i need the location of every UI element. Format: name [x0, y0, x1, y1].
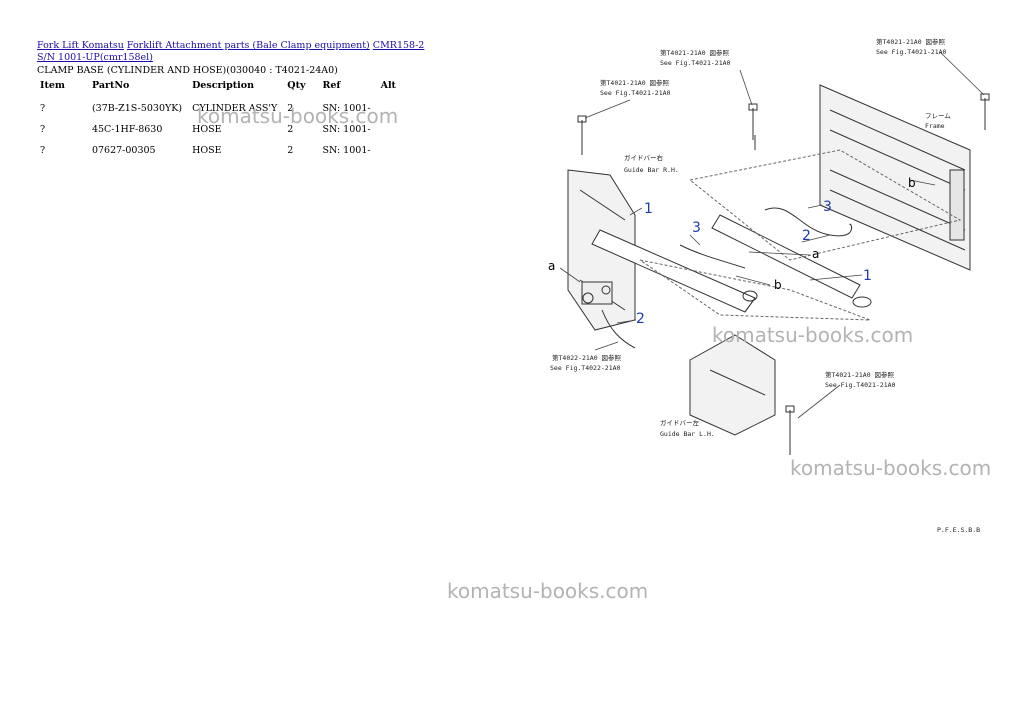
- figure-code: P.F.E.S.B.B: [937, 526, 980, 534]
- label-guide-bar-lh: Guide Bar L.H.: [660, 430, 715, 438]
- letter-a-left: a: [548, 259, 555, 273]
- breadcrumb-link-attachment[interactable]: Forklift Attachment parts (Bale Clamp eq…: [126, 40, 370, 51]
- leader-line: [939, 51, 985, 96]
- breadcrumb-link-fork-lift[interactable]: Fork Lift Komatsu: [37, 40, 124, 51]
- watermark: komatsu-books.com: [197, 104, 399, 128]
- table-row: ? (37B-Z1S-5030YK) CYLINDER ASS'Y 2 SN: …: [35, 99, 401, 120]
- letter-b-left: b: [774, 278, 782, 292]
- leader-line: [559, 267, 581, 283]
- header-item: Item: [40, 80, 65, 91]
- leader-line: [735, 275, 771, 286]
- cell-description: CYLINDER ASS'Y: [192, 103, 278, 114]
- cell-qty: 2: [287, 145, 294, 156]
- hose-lower: [679, 244, 746, 269]
- bolt-group: [577, 93, 990, 455]
- parts-table: Item PartNo Description Qty Ref Alt ? (3…: [35, 78, 401, 162]
- note-ref-valve-jp: 第T4022-21A0 図参照: [552, 353, 622, 362]
- breadcrumb: Fork Lift Komatsu Forklift Attachment pa…: [37, 40, 437, 64]
- leader-line: [739, 69, 753, 106]
- valve-block: [581, 281, 613, 305]
- cell-description: HOSE: [192, 124, 222, 135]
- letter-a-right: a: [812, 247, 819, 261]
- callout-2-left: 2: [636, 311, 645, 327]
- label-frame: Frame: [925, 122, 945, 130]
- label-frame-jp: フレーム: [925, 112, 951, 120]
- leader-line: [584, 99, 631, 119]
- page-subtitle: CLAMP BASE (CYLINDER AND HOSE)(030040 : …: [37, 65, 338, 76]
- header-alt: Alt: [380, 80, 396, 91]
- cell-ref: SN: 1001-: [322, 145, 371, 156]
- watermark: komatsu-books.com: [447, 579, 649, 603]
- callout-3-right: 3: [823, 199, 832, 215]
- parts-diagram: 1 1 2 2 3 3 a a b b 第T4021-21A0 図参照 See …: [540, 30, 1020, 540]
- assembly-guide: [639, 259, 871, 321]
- watermark: komatsu-books.com: [790, 456, 992, 480]
- leader-line: [909, 179, 936, 186]
- header-qty: Qty: [287, 80, 306, 91]
- leader-line: [689, 234, 701, 246]
- leader-line: [594, 341, 619, 351]
- cell-item: ?: [40, 103, 46, 114]
- hose-left: [601, 309, 636, 349]
- guide-bar-lh: [689, 334, 776, 436]
- table-header-row: Item PartNo Description Qty Ref Alt: [35, 78, 401, 99]
- cell-alt: [376, 141, 401, 162]
- label-guide-bar-rh: Guide Bar R.H.: [624, 166, 679, 174]
- callout-2-right: 2: [802, 228, 811, 244]
- cell-description: HOSE: [192, 145, 222, 156]
- note-ref-top: See Fig.T4021-21A0: [660, 59, 731, 67]
- cell-qty: 2: [287, 124, 294, 135]
- table-row: ? 07627-00305 HOSE 2 SN: 1001-: [35, 141, 401, 162]
- note-ref-left-jp: 第T4021-21A0 図参照: [600, 78, 670, 87]
- breadcrumb-link-model[interactable]: CMR158-2 S/N 1001-UP(cmr158el): [37, 40, 425, 63]
- callout-1-right: 1: [863, 268, 872, 284]
- note-ref-left: See Fig.T4021-21A0: [600, 89, 671, 97]
- frame-outline: [819, 84, 971, 271]
- cell-item: ?: [40, 145, 46, 156]
- cell-item: ?: [40, 124, 46, 135]
- label-guide-bar-rh-jp: ガイドバー右: [624, 153, 664, 162]
- note-ref-valve: See Fig.T4022-21A0: [550, 364, 621, 372]
- callout-3-left: 3: [692, 220, 701, 236]
- leader-line: [629, 207, 643, 216]
- callout-1-left: 1: [644, 201, 653, 217]
- cell-partno: (37B-Z1S-5030YK): [91, 103, 183, 114]
- cell-ref: SN: 1001-: [322, 103, 371, 114]
- cell-partno: 45C-1HF-8630: [91, 124, 163, 135]
- header-partno: PartNo: [91, 80, 130, 91]
- cell-qty: 2: [287, 103, 294, 114]
- note-ref-lh: See Fig.T4021-21A0: [825, 381, 896, 389]
- header-ref: Ref: [322, 80, 341, 91]
- leader-line: [797, 384, 841, 419]
- leader-line: [748, 251, 811, 256]
- label-guide-bar-lh-jp: ガイドバー左: [660, 418, 700, 427]
- note-ref-frame: See Fig.T4021-21A0: [876, 48, 947, 56]
- header-description: Description: [192, 80, 254, 91]
- leader-line: [616, 319, 637, 324]
- leader-line: [807, 204, 823, 209]
- leader-line: [801, 234, 831, 243]
- letter-b-right: b: [908, 176, 916, 190]
- cell-partno: 07627-00305: [91, 145, 156, 156]
- table-row: ? 45C-1HF-8630 HOSE 2 SN: 1001-: [35, 120, 401, 141]
- assembly-guide: [688, 149, 962, 261]
- watermark: komatsu-books.com: [712, 323, 914, 347]
- leader-line: [809, 274, 863, 281]
- note-ref-top-jp: 第T4021-21A0 図参照: [660, 48, 730, 57]
- note-ref-frame-jp: 第T4021-21A0 図参照: [876, 37, 946, 46]
- note-ref-lh-jp: 第T4021-21A0 図参照: [825, 370, 895, 379]
- cell-ref: SN: 1001-: [322, 124, 371, 135]
- parts-diagram-svg: 1 1 2 2 3 3 a a b b 第T4021-21A0 図参照 See …: [548, 37, 990, 534]
